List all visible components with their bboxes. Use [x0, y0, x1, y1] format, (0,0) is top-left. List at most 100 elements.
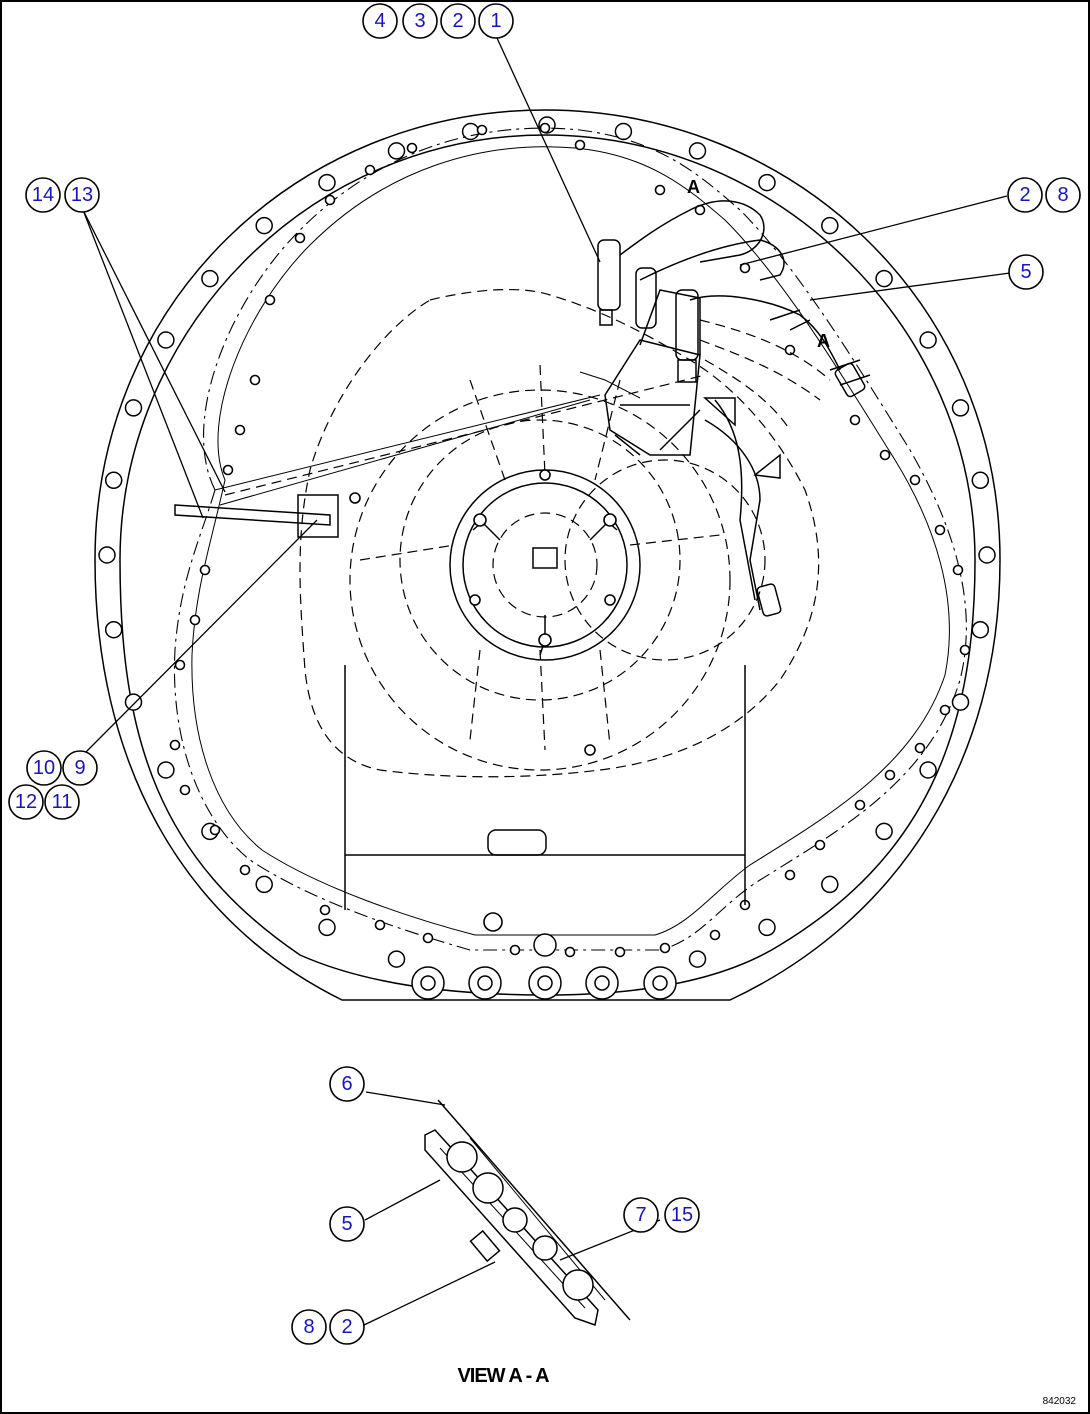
converter-outer-circle — [349, 389, 731, 771]
route-clamp — [249, 374, 261, 386]
flange-bolt-hole — [318, 173, 336, 192]
svg-text:5: 5 — [341, 1213, 352, 1235]
section-letter-top: A — [687, 177, 700, 197]
oil-pan-boss — [487, 829, 547, 856]
route-clamp — [939, 704, 951, 716]
hub-bolts — [349, 469, 617, 756]
center-housing-outline — [299, 288, 820, 778]
flange-bolt-hole — [971, 471, 990, 490]
callout-11: 11 — [44, 784, 80, 820]
left-branch — [174, 374, 706, 538]
callout-2-top: 2 — [440, 3, 476, 39]
route-clamp — [659, 942, 671, 954]
bracket-mid — [753, 453, 781, 479]
route-clamp — [422, 932, 434, 944]
converter-segments — [359, 364, 721, 751]
flange-bolt-hole — [758, 173, 776, 192]
svg-text:11: 11 — [52, 791, 73, 813]
flange-bolt-hole — [971, 620, 990, 639]
route-clamp — [539, 122, 551, 134]
callout-7-view: 7 — [623, 1197, 659, 1233]
svg-text:2: 2 — [452, 10, 463, 32]
flange-bolt-hole — [255, 875, 273, 894]
svg-text:9: 9 — [74, 757, 85, 779]
flange-bolt-hole — [875, 822, 893, 841]
route-clamp — [574, 139, 586, 151]
svg-text:7: 7 — [635, 1204, 646, 1226]
drawing-number: 842032 — [1043, 1396, 1077, 1407]
svg-text:8: 8 — [1057, 184, 1068, 206]
svg-text:5: 5 — [1020, 261, 1031, 283]
callout-10: 10 — [26, 750, 62, 786]
flange-bolt-hole — [875, 269, 893, 288]
callout-15-view: 15 — [664, 1197, 700, 1233]
callout-2-right: 2 — [1007, 177, 1043, 213]
hub-inner — [462, 482, 628, 648]
hub-bolt-circle — [492, 512, 598, 618]
route-clamp — [784, 869, 796, 881]
route-clamps — [169, 122, 971, 958]
route-clamp — [909, 474, 921, 486]
harness-route-outer — [173, 127, 967, 951]
route-clamp — [189, 614, 201, 626]
flange-bolt-hole — [919, 761, 937, 779]
flange-bolt-hole — [978, 546, 996, 564]
housing-inner-outline — [119, 134, 976, 996]
route-clamp — [952, 564, 964, 576]
flange-bolt-hole — [387, 142, 406, 160]
hose-bundle — [619, 200, 871, 617]
route-clamp — [564, 946, 576, 958]
harness-route-inner — [191, 146, 950, 936]
route-clamp — [364, 164, 376, 176]
flange-bolt-hole — [157, 761, 175, 779]
route-clamp — [264, 294, 276, 306]
callout-13: 13 — [64, 177, 100, 213]
flange-bolt-hole — [255, 216, 273, 235]
route-clamp — [959, 644, 971, 656]
route-clamp — [814, 839, 826, 851]
callout-8-view: 8 — [291, 1309, 327, 1345]
callout-14: 14 — [25, 177, 61, 213]
section-letter-right: A — [817, 331, 830, 351]
route-clamp — [209, 824, 221, 836]
svg-text:2: 2 — [341, 1316, 352, 1338]
route-clamp — [709, 929, 721, 941]
route-clamp — [179, 784, 191, 796]
route-clamp — [324, 194, 336, 206]
route-clamp — [854, 799, 866, 811]
flange-bolt-hole — [821, 216, 839, 235]
callout-3: 3 — [402, 3, 438, 39]
route-clamp — [879, 449, 891, 461]
route-clamp — [169, 739, 181, 751]
callout-6-view: 6 — [329, 1066, 365, 1102]
route-clamp — [174, 659, 186, 671]
flange-bolt-hole — [919, 331, 937, 349]
callout-8-right: 8 — [1045, 177, 1081, 213]
svg-text:1: 1 — [490, 10, 501, 32]
route-clamp — [884, 769, 896, 781]
route-clamp — [234, 424, 246, 436]
route-clamp — [784, 344, 796, 356]
route-clamp — [222, 464, 234, 476]
route-clamp — [374, 919, 386, 931]
route-clamp — [914, 742, 926, 754]
svg-text:6: 6 — [341, 1073, 352, 1095]
valve-bank — [579, 239, 701, 456]
view-a-a-detail — [363, 1091, 661, 1326]
flange-bolt-hole — [318, 918, 336, 937]
flange-bolt-hole — [614, 122, 633, 141]
callout-4: 4 — [362, 3, 398, 39]
view-label: VIEW A - A — [457, 1365, 549, 1387]
leader-lines — [79, 37, 1011, 759]
callout-12: 12 — [8, 784, 44, 820]
bracket-upper — [703, 397, 736, 427]
callout-9: 9 — [62, 750, 98, 786]
route-clamp — [319, 904, 331, 916]
svg-text:12: 12 — [15, 791, 37, 813]
flange-bolt-holes — [98, 116, 996, 968]
flange-bolt-hole — [201, 269, 219, 288]
converter-mid-circle — [399, 419, 681, 701]
callout-2-view: 2 — [329, 1309, 365, 1345]
svg-text:3: 3 — [414, 10, 425, 32]
